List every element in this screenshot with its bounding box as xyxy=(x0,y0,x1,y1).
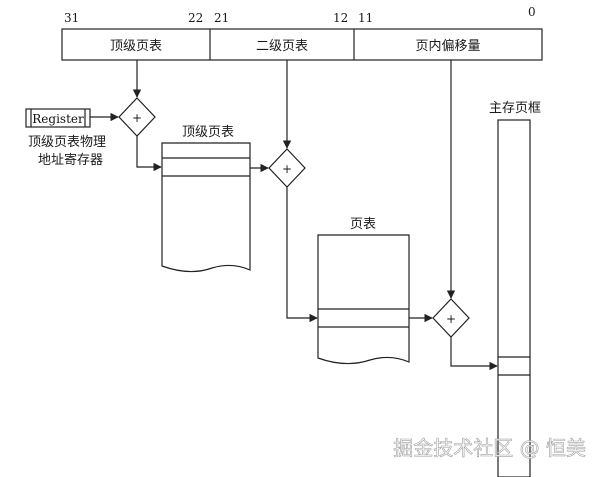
main-memory: 主存页框 xyxy=(489,101,541,477)
adder-1: + xyxy=(118,97,156,137)
register-caption-line2: 地址寄存器 xyxy=(38,152,103,168)
adder-1-plus: + xyxy=(132,111,142,125)
top-level-table: 顶级页表 xyxy=(161,125,251,273)
main-memory-title: 主存页框 xyxy=(489,101,541,116)
adder-2: + xyxy=(268,148,306,188)
bit-22: 22 xyxy=(188,11,203,25)
arrow-adder2-to-pagetable xyxy=(286,187,318,323)
field-top-level-table: 顶级页表 xyxy=(110,39,162,54)
main-memory-column xyxy=(497,119,531,477)
arrow-adder3-to-memory xyxy=(450,337,498,371)
register-caption-line1: 顶级页表物理 xyxy=(28,135,106,150)
field-second-level-table: 二级页表 xyxy=(256,39,308,54)
watermark: 掘金技术社区 @ 恒美 xyxy=(393,436,586,460)
bit-31: 31 xyxy=(64,11,79,25)
adder-3: + xyxy=(432,298,470,338)
page-table-title: 页表 xyxy=(350,217,376,232)
address-bar-frame xyxy=(61,28,543,61)
bit-21: 21 xyxy=(214,11,229,25)
arrow-adder1-to-toptable xyxy=(136,136,162,172)
page-table: 页表 xyxy=(317,217,410,365)
adder-3-plus: + xyxy=(446,312,456,326)
register-label: Register xyxy=(32,112,84,126)
page-table-body xyxy=(317,234,410,365)
register-box xyxy=(25,108,91,128)
top-level-table-body xyxy=(161,142,251,273)
connectors xyxy=(90,60,498,371)
adder-2-plus: + xyxy=(282,162,292,176)
bit-12: 12 xyxy=(333,11,348,25)
virtual-address-bar: 顶级页表 二级页表 页内偏移量 31 22 21 12 11 0 xyxy=(61,5,543,61)
field-page-offset: 页内偏移量 xyxy=(415,38,480,54)
bit-11: 11 xyxy=(358,11,373,25)
top-level-table-title: 顶级页表 xyxy=(182,125,234,140)
bit-0: 0 xyxy=(528,5,536,19)
register-block: Register 顶级页表物理 地址寄存器 xyxy=(25,108,106,168)
